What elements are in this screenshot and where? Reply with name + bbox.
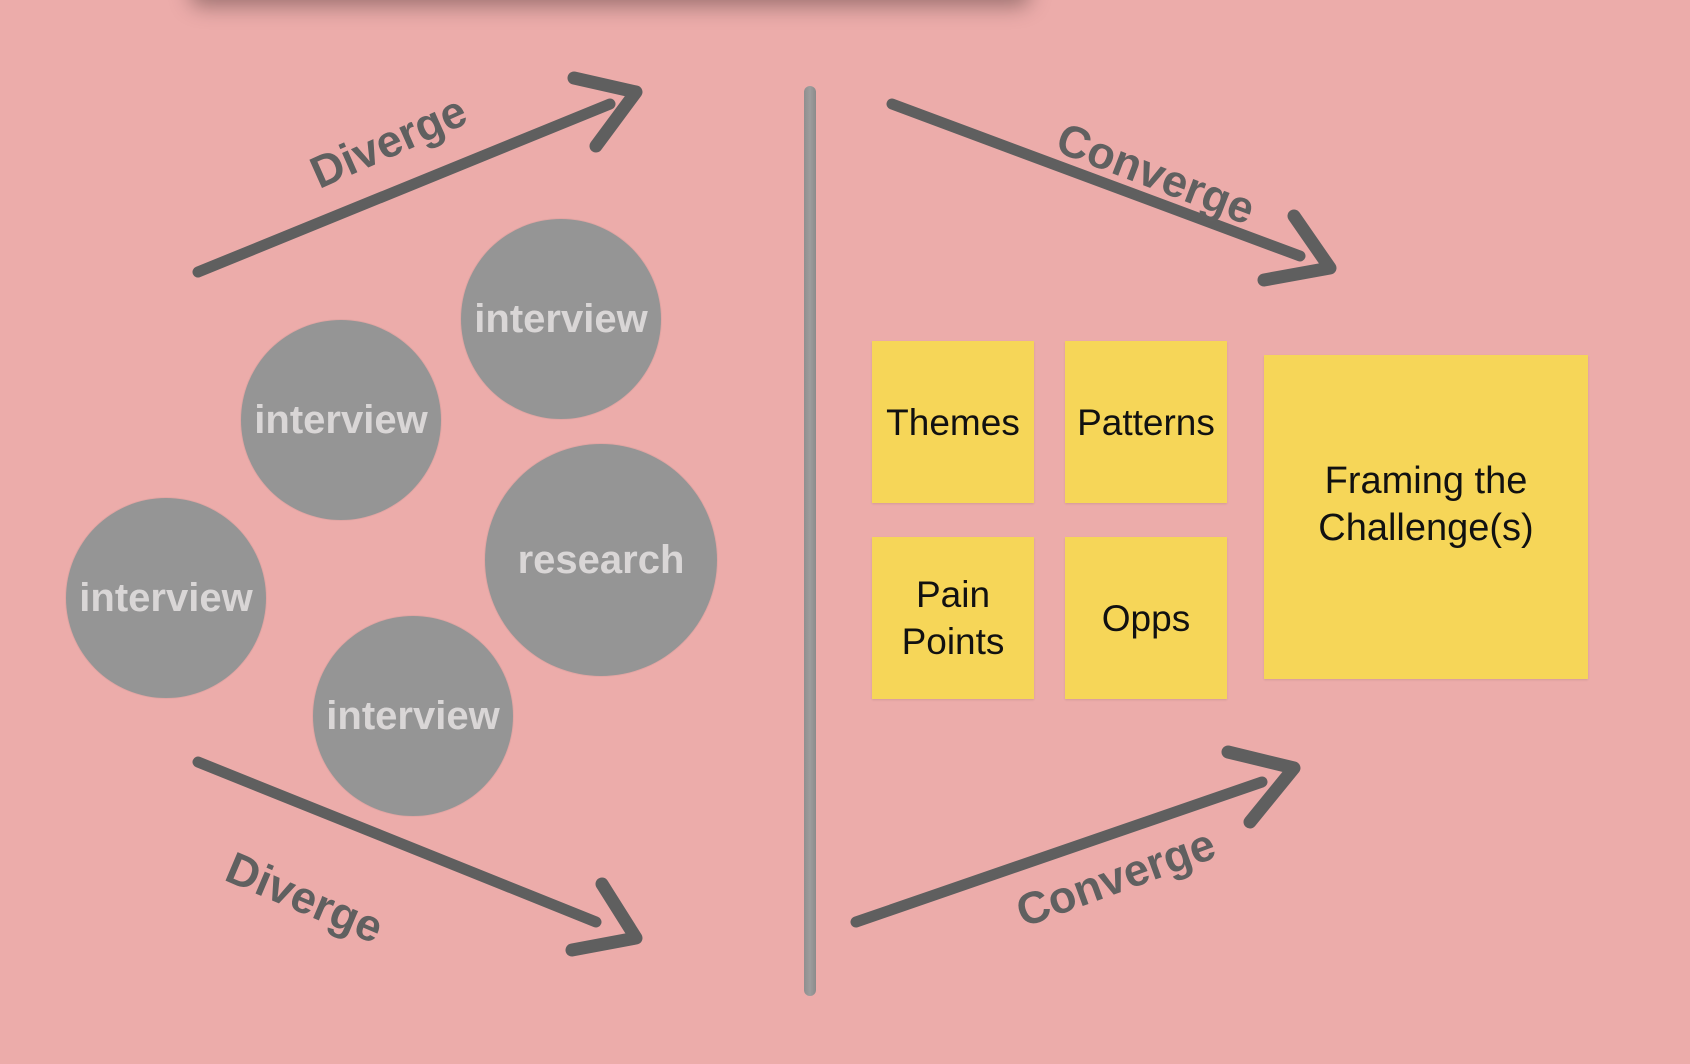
bubble-label: interview — [326, 693, 500, 738]
bubble-label: research — [517, 537, 685, 582]
sticky-pain-points: Pain Points — [872, 537, 1034, 699]
converge-top-arrow — [886, 98, 1337, 287]
bubble-label: interview — [474, 296, 648, 341]
center-divider — [804, 86, 816, 996]
bubble-interview-bottom: interview — [313, 616, 513, 816]
sticky-patterns-label: Patterns — [1077, 401, 1215, 443]
sticky-themes-label: Themes — [886, 401, 1020, 443]
sticky-themes: Themes — [872, 341, 1034, 503]
sticky-framing-the-challenges: Framing the Challenge(s) — [1264, 355, 1588, 679]
bubble-interview-left: interview — [66, 498, 266, 698]
bubble-label: interview — [254, 397, 428, 442]
bubble-interview-top: interview — [461, 219, 661, 419]
sticky-patterns: Patterns — [1065, 341, 1227, 503]
converge-bottom-arrow — [850, 745, 1301, 928]
sticky-opps: Opps — [1065, 537, 1227, 699]
bubble-interview-middle: interview — [241, 320, 441, 520]
sticky-pain-points-line1: Pain — [915, 574, 991, 615]
sticky-opps-label: Opps — [1101, 597, 1191, 639]
sticky-framing-line1: Framing the — [1324, 460, 1528, 502]
diverge-top-arrow — [192, 71, 643, 278]
bubble-research: research — [485, 444, 717, 676]
sticky-pain-points-line2: Points — [901, 621, 1005, 662]
bubble-label: interview — [79, 575, 253, 620]
diverge-bottom-arrow — [192, 756, 643, 957]
sticky-framing-line2: Challenge(s) — [1318, 507, 1534, 549]
